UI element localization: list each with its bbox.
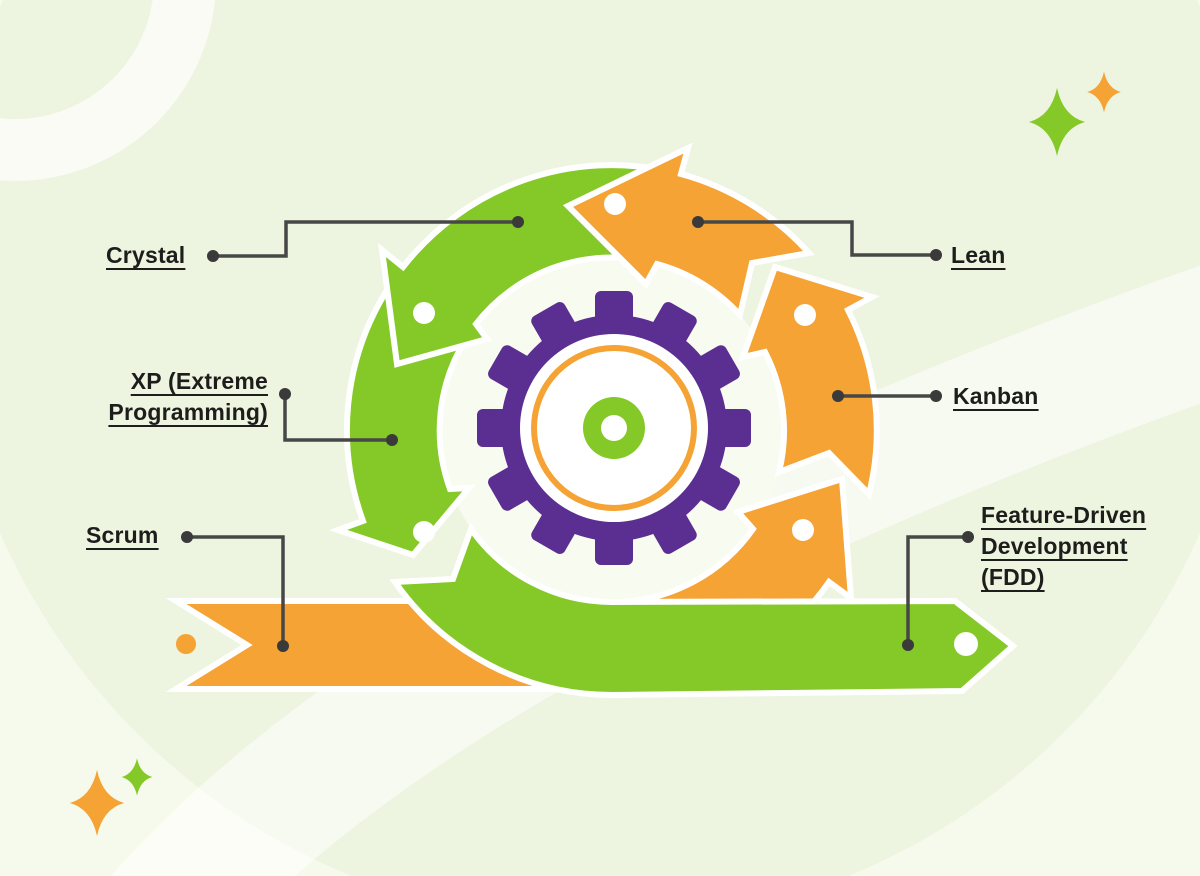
loop-arrow-orange-right	[738, 263, 880, 500]
background-ring	[0, 0, 215, 181]
loop-arrow-orange-top	[562, 142, 815, 322]
label-lean: Lean	[951, 240, 1005, 271]
loop-arrow-green-band	[389, 522, 1018, 699]
connector-lean	[698, 220, 936, 257]
label-fdd: Feature-Driven Development (FDD)	[981, 500, 1181, 593]
connector-crystal	[213, 220, 518, 258]
label-scrum-text: Scrum	[86, 522, 159, 548]
connector-fdd	[906, 535, 968, 645]
ring-dot	[794, 304, 816, 326]
label-crystal: Crystal	[106, 240, 185, 271]
sparkle-icon	[121, 758, 153, 796]
loop-arrow-green-left	[328, 283, 476, 559]
tail-orange-dot	[176, 634, 196, 654]
connectors	[187, 220, 968, 646]
gear-icon	[477, 291, 751, 565]
label-xp-line2: Programming)	[108, 399, 268, 425]
label-scrum: Scrum	[86, 520, 159, 551]
label-xp: XP (Extreme Programming)	[78, 366, 268, 428]
connector-xp	[283, 394, 392, 442]
label-fdd-line2: Development	[981, 533, 1128, 559]
ring-dot	[413, 302, 435, 324]
sparkle-icon	[69, 770, 125, 836]
sparkle-icon	[1029, 88, 1085, 156]
label-fdd-line1: Feature-Driven	[981, 502, 1147, 528]
label-kanban: Kanban	[953, 381, 1039, 412]
ring-dot	[792, 519, 814, 541]
label-lean-text: Lean	[951, 242, 1006, 268]
connector-dots	[181, 216, 974, 652]
label-kanban-text: Kanban	[953, 383, 1039, 409]
ring-dot	[954, 632, 978, 656]
label-fdd-line3: (FDD)	[981, 564, 1045, 590]
connector-scrum	[187, 535, 285, 646]
ring-dot	[604, 193, 626, 215]
ring-dots	[413, 193, 978, 656]
sparkles	[69, 71, 1121, 836]
sparkle-icon	[1087, 71, 1121, 113]
label-xp-line1: XP (Extreme	[130, 368, 268, 394]
ring-dot	[413, 521, 435, 543]
label-crystal-text: Crystal	[106, 242, 186, 268]
